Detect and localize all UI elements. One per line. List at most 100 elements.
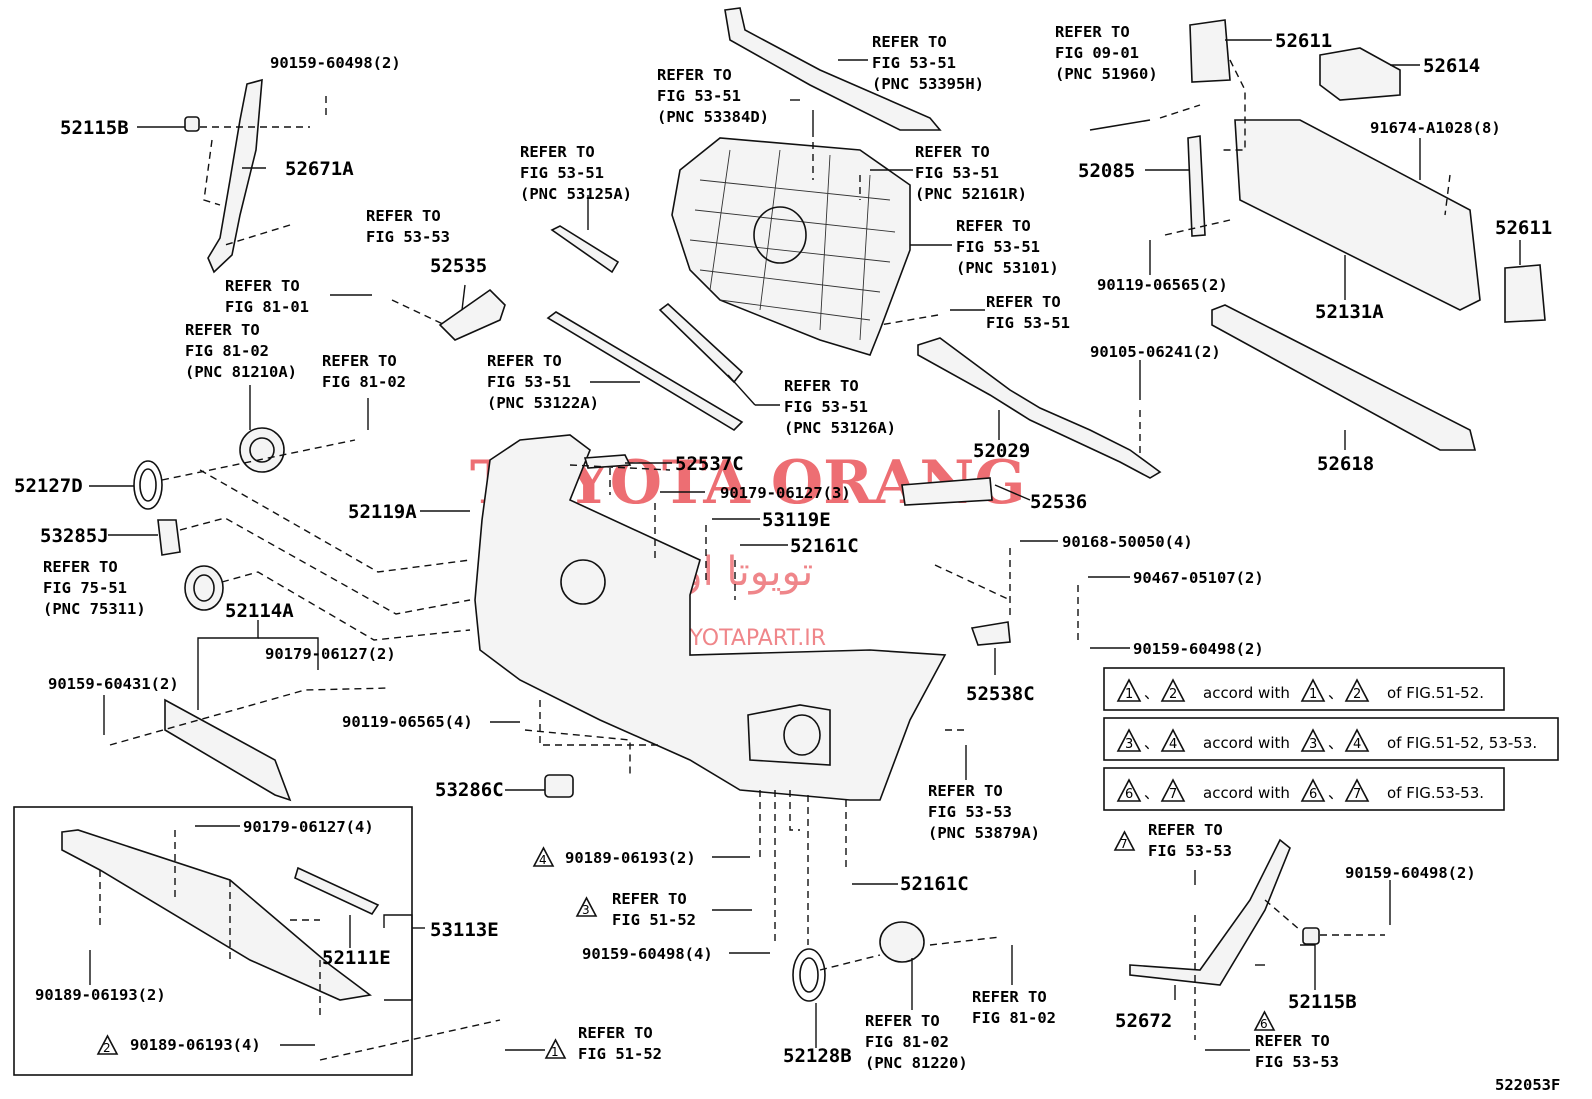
fastener-90189-06193-lower-left: 90189-06193(2) bbox=[35, 986, 166, 1004]
side-bracket-left-shape bbox=[207, 78, 263, 274]
fastener-90159-60498-4: 90159-60498(4) bbox=[582, 945, 713, 963]
bracket-52614-shape bbox=[1319, 47, 1401, 101]
absorber-52611-top-shape bbox=[1189, 19, 1231, 83]
fastener-90159-60431: 90159-60431(2) bbox=[48, 675, 179, 693]
fastener-90119-06565-2: 90119-06565(2) bbox=[1097, 276, 1228, 294]
fastener-90159-60498-top-left: 90159-60498(2) bbox=[270, 54, 401, 72]
label-53285J: 53285J bbox=[40, 525, 109, 547]
moulding-52111E-shape bbox=[294, 866, 380, 916]
label-52115B-top: 52115B bbox=[60, 117, 129, 139]
note-box-3: 6 、 7 accord with 6 、 7 of FIG.53-53. bbox=[1103, 767, 1505, 811]
label-52538C: 52538C bbox=[966, 683, 1035, 705]
moulding-53126A-shape bbox=[658, 302, 744, 384]
ring-52128B-shape bbox=[792, 948, 826, 1002]
grille-shape bbox=[671, 137, 911, 356]
label-52611-a: 52611 bbox=[1275, 30, 1332, 52]
svg-text:、: 、 bbox=[1144, 784, 1159, 802]
svg-text:7: 7 bbox=[1169, 787, 1177, 802]
label-52618: 52618 bbox=[1317, 453, 1374, 475]
label-52536: 52536 bbox=[1030, 491, 1087, 513]
svg-text:7: 7 bbox=[1120, 837, 1128, 851]
fastener-labels: 90159-60498(2) 90179-06127(3) 90168-5005… bbox=[35, 54, 1501, 1054]
svg-text:、: 、 bbox=[1144, 734, 1159, 752]
label-52671A: 52671A bbox=[285, 158, 354, 180]
bracket-52538C-shape bbox=[970, 621, 1011, 646]
triangle-mark-3: 3 bbox=[575, 896, 598, 917]
label-52111E: 52111E bbox=[322, 947, 391, 969]
svg-text:、: 、 bbox=[1328, 684, 1343, 702]
fastener-90179-06127-4: 90179-06127(4) bbox=[243, 818, 374, 836]
note-2-text: accord with bbox=[1203, 734, 1290, 752]
fastener-90105-06241: 90105-06241(2) bbox=[1090, 343, 1221, 361]
figure-code: 522053F bbox=[1495, 1076, 1560, 1094]
label-52535: 52535 bbox=[430, 255, 487, 277]
fastener-90179-06127-3: 90179-06127(3) bbox=[720, 484, 851, 502]
triangle-mark-4: 4 bbox=[532, 846, 555, 867]
svg-text:2: 2 bbox=[1353, 687, 1361, 702]
cover-53285J-shape bbox=[157, 519, 181, 556]
clip-52537C-shape bbox=[583, 454, 632, 469]
subassembly-box bbox=[13, 806, 413, 1076]
part-drawings bbox=[61, 7, 1546, 1002]
label-52127D: 52127D bbox=[14, 475, 83, 497]
label-52611-b: 52611 bbox=[1495, 217, 1552, 239]
note-1-text: accord with bbox=[1203, 684, 1290, 702]
fastener-90168-50050: 90168-50050(4) bbox=[1062, 533, 1193, 551]
label-53286C: 53286C bbox=[435, 779, 504, 801]
svg-text:1: 1 bbox=[1309, 687, 1317, 702]
svg-text:4: 4 bbox=[539, 853, 547, 867]
triangle-mark-6: 6 bbox=[1253, 1010, 1276, 1031]
svg-text:3: 3 bbox=[582, 903, 590, 917]
license-bracket-shape bbox=[164, 698, 292, 802]
svg-text:、: 、 bbox=[1328, 734, 1343, 752]
svg-text:7: 7 bbox=[1353, 787, 1361, 802]
svg-text:、: 、 bbox=[1328, 784, 1343, 802]
triangle-mark-1: 1 bbox=[544, 1038, 567, 1059]
svg-text:6: 6 bbox=[1309, 787, 1317, 802]
svg-text:4: 4 bbox=[1353, 737, 1361, 752]
tow-hook-shape bbox=[1089, 119, 1151, 131]
label-52614: 52614 bbox=[1423, 55, 1480, 77]
label-52115B-bot: 52115B bbox=[1288, 991, 1357, 1013]
bracket-52085-shape bbox=[1187, 135, 1206, 237]
label-52161C-b: 52161C bbox=[900, 873, 969, 895]
note-box-1: 1 、 2 accord with 1 、 2 of FIG.51-52. bbox=[1103, 667, 1505, 711]
label-52537C: 52537C bbox=[675, 453, 744, 475]
label-52029: 52029 bbox=[973, 440, 1030, 462]
svg-text:6: 6 bbox=[1125, 787, 1133, 802]
triangle-mark-7: 7 bbox=[1113, 830, 1136, 851]
absorber-52618-shape bbox=[1211, 304, 1477, 451]
svg-text:4: 4 bbox=[1169, 737, 1177, 752]
label-52114A: 52114A bbox=[225, 600, 294, 622]
emblem-shape bbox=[184, 565, 224, 611]
label-52119A: 52119A bbox=[348, 501, 417, 523]
label-52131A: 52131A bbox=[1315, 301, 1384, 323]
label-53113E: 53113E bbox=[430, 919, 499, 941]
svg-text:3: 3 bbox=[1309, 737, 1317, 752]
lower-grille-shape bbox=[61, 829, 372, 1001]
bumper-cover-shape bbox=[474, 434, 947, 801]
fastener-90119-06565-4: 90119-06565(4) bbox=[342, 713, 473, 731]
label-53119E: 53119E bbox=[762, 509, 831, 531]
triangle-mark-2: 2 bbox=[96, 1034, 119, 1055]
note-3-tail: of FIG.53-53. bbox=[1387, 784, 1484, 802]
svg-text:3: 3 bbox=[1125, 737, 1133, 752]
svg-text:1: 1 bbox=[1125, 687, 1133, 702]
svg-text:2: 2 bbox=[103, 1041, 111, 1055]
